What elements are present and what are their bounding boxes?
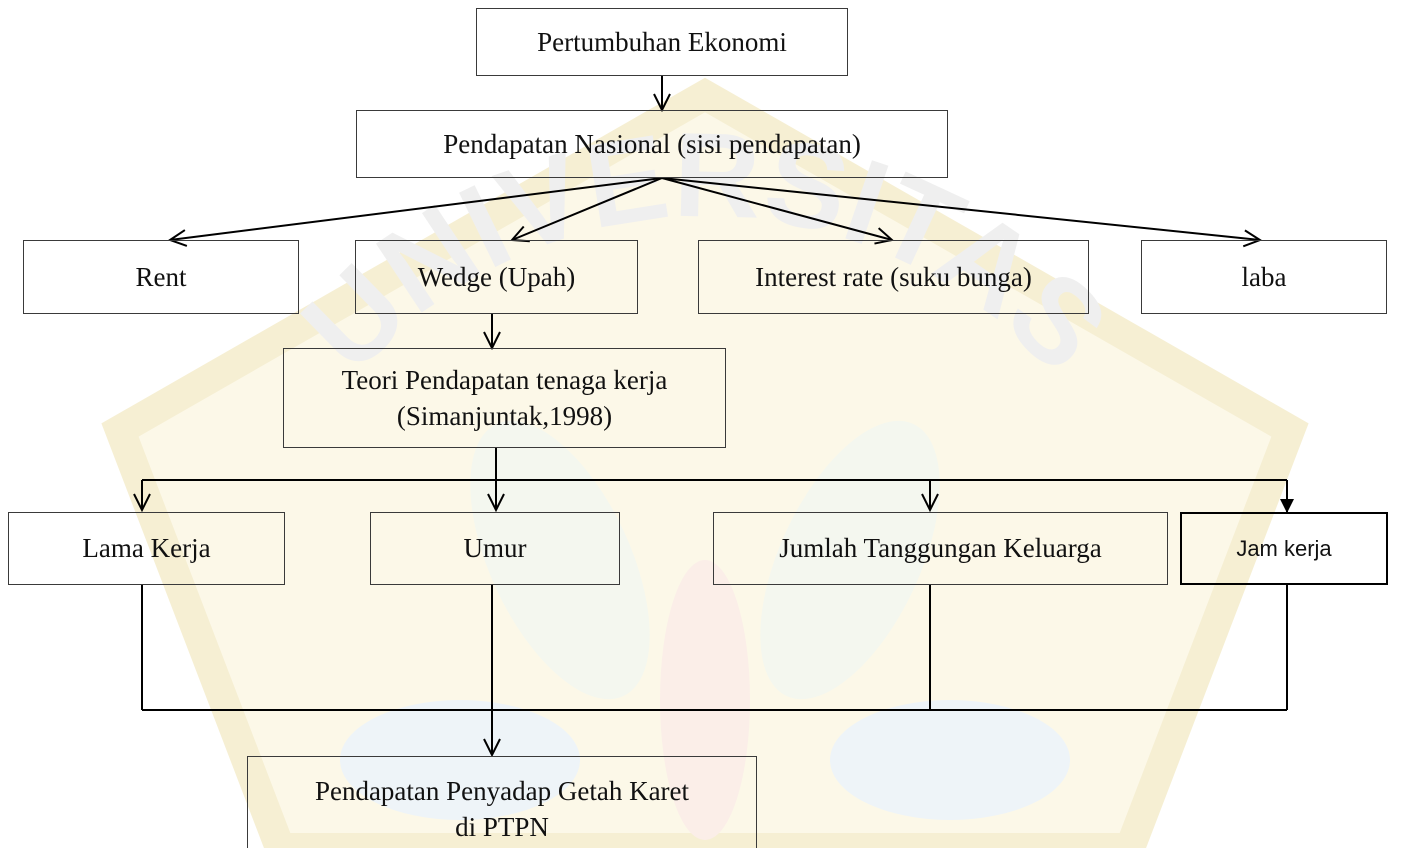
box-pendapatan-nasional-label: Pendapatan Nasional (sisi pendapatan) [443,128,861,159]
box-teori-pendapatan-line1: Teori Pendapatan tenaga kerja [341,364,668,395]
box-jam-kerja-label: Jam kerja [1236,535,1332,561]
box-interest-rate: Interest rate (suku bunga) [698,240,1089,314]
box-teori-pendapatan-line2: (Simanjuntak,1998) [396,401,613,431]
box-teori-pendapatan: Teori Pendapatan tenaga kerja (Simanjunt… [283,348,726,448]
box-pendapatan-penyadap-line2: di PTPN [455,812,549,843]
box-jumlah-tanggungan-label: Jumlah Tanggungan Keluarga [779,533,1102,564]
box-laba: laba [1141,240,1387,314]
box-pendapatan-penyadap-line1: Pendapatan Penyadap Getah Karet [314,776,690,806]
box-lama-kerja: Lama Kerja [8,512,285,585]
arrow-to-wedge [512,177,663,240]
arrow-to-laba [661,177,1260,240]
box-rent-label: Rent [135,261,187,292]
watermark-wave-left [340,700,580,820]
box-pertumbuhan-ekonomi: Pertumbuhan Ekonomi [476,8,848,76]
watermark-wave-right [830,700,1070,820]
watermark-leaf-right [760,420,940,700]
arrow-to-interest [661,177,892,240]
box-lama-kerja-label: Lama Kerja [82,533,211,564]
box-pertumbuhan-ekonomi-label: Pertumbuhan Ekonomi [537,26,787,57]
box-jumlah-tanggungan: Jumlah Tanggungan Keluarga [713,512,1168,585]
box-jam-kerja: Jam kerja [1180,512,1388,585]
box-laba-label: laba [1241,261,1287,292]
watermark-pentagon [101,77,1309,848]
box-umur-label: Umur [463,533,527,564]
watermark-flame [660,560,750,840]
box-rent: Rent [23,240,299,314]
arrow-to-rent [170,177,663,240]
watermark-leaf-left [470,420,650,700]
box-interest-rate-label: Interest rate (suku bunga) [755,261,1032,292]
box-wedge-upah-label: Wedge (Upah) [417,261,576,292]
box-umur: Umur [370,512,620,585]
box-wedge-upah: Wedge (Upah) [355,240,638,314]
box-pendapatan-nasional: Pendapatan Nasional (sisi pendapatan) [356,110,948,178]
box-pendapatan-penyadap: Pendapatan Penyadap Getah Karet di PTPN [247,756,757,848]
